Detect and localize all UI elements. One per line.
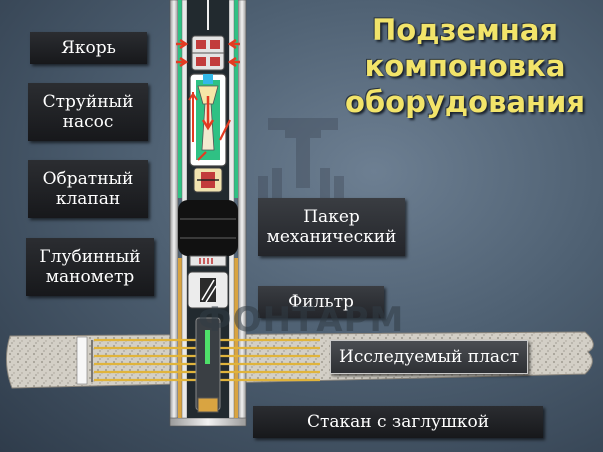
label-jet-pump: Струйный насос [28, 83, 148, 141]
casing-left-wall [169, 0, 179, 426]
label-jet-pump-line-2: насос [62, 112, 114, 132]
packer-icon [178, 200, 238, 267]
label-depth-gauge-line-1: Глубинный [39, 247, 141, 267]
label-check-valve-line-2: клапан [55, 189, 121, 209]
label-check-valve: Обратный клапан [28, 160, 148, 218]
formation-boundary [76, 336, 88, 385]
title-line-2: компоновка [364, 49, 566, 83]
label-jet-pump-line-1: Струйный [42, 92, 134, 112]
label-depth-gauge-line-2: манометр [45, 267, 135, 287]
label-filter-text: Фильтр [288, 292, 354, 312]
label-sump: Стакан с заглушкой [253, 406, 543, 438]
slide-title: Подземная компоновка оборудования [335, 12, 595, 120]
label-packer-line-2: механический [266, 227, 397, 247]
casing-right-wall [237, 0, 247, 426]
label-formation: Исследуемый пласт [330, 340, 528, 374]
label-filter: Фильтр [258, 286, 384, 318]
label-packer: Пакер механический [258, 198, 405, 256]
casing-bottom [169, 417, 247, 427]
label-formation-text: Исследуемый пласт [339, 347, 519, 367]
jet-pump-icon [188, 73, 231, 167]
label-anchor: Якорь [30, 32, 147, 64]
label-depth-gauge: Глубинный манометр [26, 238, 154, 296]
check-valve-icon [193, 167, 223, 193]
anchor-icon [176, 35, 240, 71]
label-packer-line-1: Пакер [303, 207, 360, 227]
watermark-text: ФОНТАРМ [198, 300, 405, 340]
title-line-1: Подземная [371, 13, 559, 47]
depth-gauge-icon [195, 317, 221, 413]
label-check-valve-line-1: Обратный [42, 169, 134, 189]
filter-icon [187, 271, 229, 309]
title-line-3: оборудования [344, 85, 585, 119]
label-sump-text: Стакан с заглушкой [306, 412, 490, 432]
label-anchor-text: Якорь [61, 38, 116, 58]
